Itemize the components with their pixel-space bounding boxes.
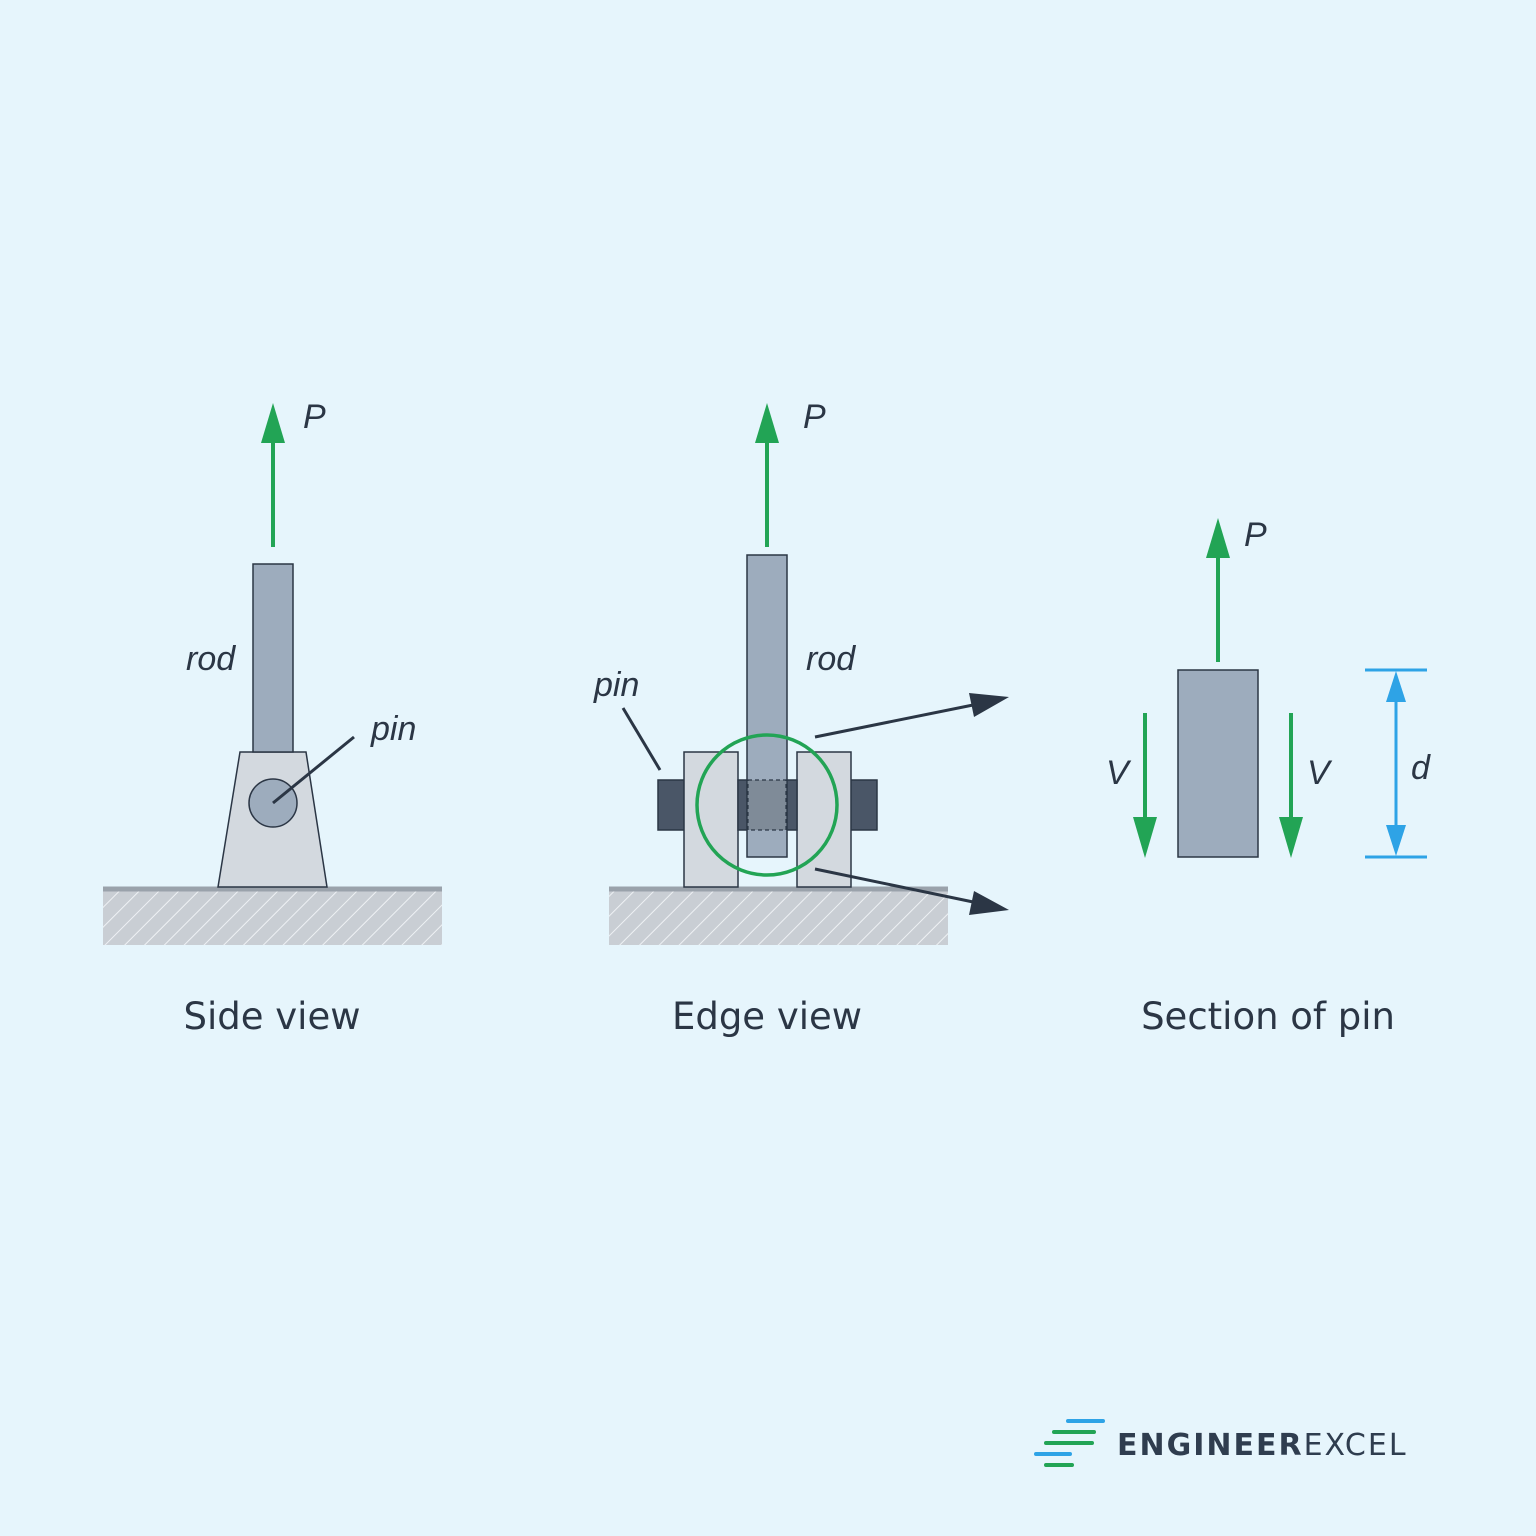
section-shear-left-head [1133, 817, 1157, 858]
side-rod-label: rod [186, 640, 236, 678]
edge-pin-hidden-region [747, 779, 787, 831]
section-view-caption: Section of pin [1141, 995, 1395, 1038]
edge-view: P rod pin Edge view [593, 398, 1009, 1038]
section-dimension-arrow-bottom [1386, 825, 1406, 856]
side-view: P rod pin Side view [103, 398, 442, 1038]
edge-lower-pointer-shaft [814, 867, 979, 905]
engineerexcel-logo: ENGINEEREXCEL [1034, 1419, 1408, 1467]
edge-pin-left-end [657, 779, 687, 831]
section-view: P V V d Section of pin [1106, 516, 1431, 1038]
edge-upper-pointer-head [969, 693, 1009, 717]
side-ground-hatch [103, 889, 442, 945]
logo-word-engineer: ENGINEER [1117, 1428, 1304, 1463]
section-shear-right-label: V [1307, 754, 1333, 792]
edge-ground-hatch [609, 889, 948, 945]
section-pin-block [1177, 669, 1259, 858]
logo-wordmark: ENGINEEREXCEL [1117, 1428, 1408, 1463]
edge-pin-leader [621, 707, 662, 771]
edge-pin-right-end [848, 779, 878, 831]
side-rod [252, 563, 294, 753]
logo-word-excel: EXCEL [1304, 1428, 1408, 1463]
section-force-label: P [1244, 516, 1267, 554]
section-dimension-arrow-top [1386, 671, 1406, 702]
section-force-arrow-head [1206, 518, 1230, 558]
edge-force-label: P [803, 398, 826, 436]
section-shear-left-label: V [1106, 754, 1132, 792]
side-pin-label: pin [370, 710, 416, 748]
section-shear-right-head [1279, 817, 1303, 858]
side-force-arrow-head [261, 403, 285, 443]
edge-view-caption: Edge view [672, 995, 862, 1038]
edge-clevis-left-plate [683, 751, 739, 888]
edge-force-arrow-head [755, 403, 779, 443]
edge-clevis-right-plate [796, 751, 852, 888]
edge-shear-highlight-circle [695, 733, 839, 877]
section-dimension-label: d [1411, 749, 1431, 787]
edge-upper-pointer-shaft [814, 702, 979, 739]
edge-pin-label: pin [593, 666, 639, 704]
side-view-caption: Side view [184, 995, 361, 1038]
edge-lower-pointer-head [969, 891, 1009, 915]
side-force-label: P [303, 398, 326, 436]
speed-lines-icon [1034, 1419, 1105, 1467]
edge-rod-label: rod [806, 640, 856, 678]
side-pin-leader [272, 735, 355, 805]
